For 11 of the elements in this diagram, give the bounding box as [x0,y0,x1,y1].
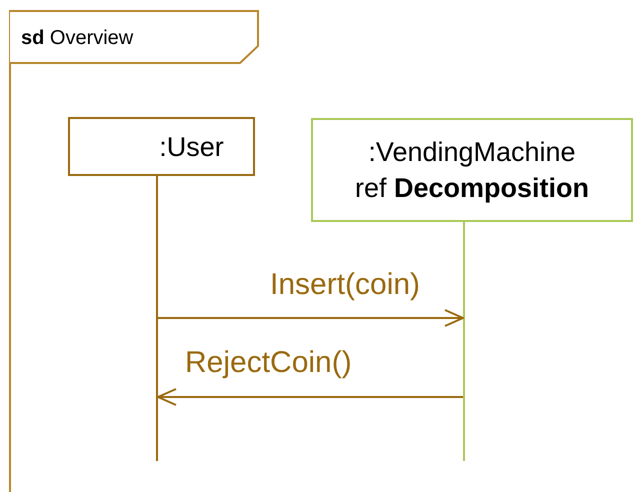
lifeline-name: :User [158,130,225,164]
lifeline-head-box [311,118,633,222]
message-arrow [158,309,464,327]
lifeline-name: :VendingMachine ref Decomposition [354,136,590,205]
lifeline [463,222,465,461]
lifeline [156,176,158,461]
message-label: RejectCoin() [185,348,352,378]
lifeline-head-box [68,117,255,176]
message-label: Insert(coin) [270,270,420,300]
message-arrow [157,388,463,406]
frame-title: sd Overview [21,27,134,50]
